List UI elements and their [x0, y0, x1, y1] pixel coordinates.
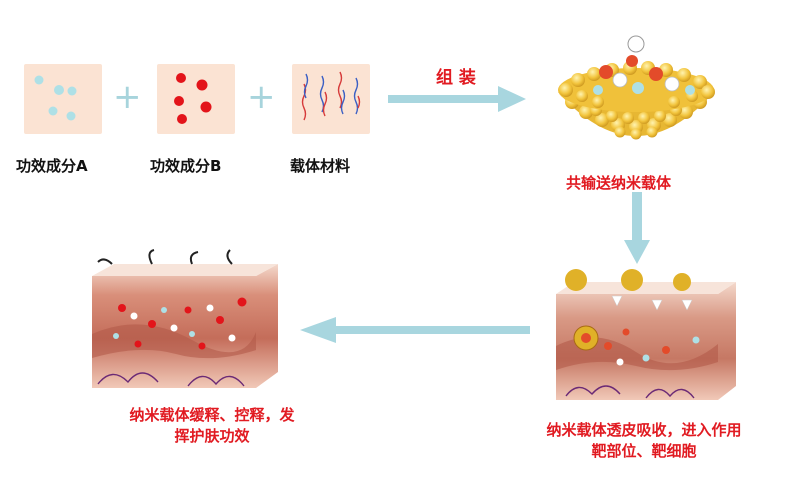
plus-sign-2: + [247, 77, 276, 117]
skin-release-graphic [92, 249, 278, 388]
carrier-label: 共输送纳米载体 [566, 174, 672, 192]
ingredient-card-b [157, 64, 235, 134]
carrier-material-label: 载体材料 [290, 157, 351, 175]
release-caption-line-2: 挥护肤功效 [174, 427, 250, 445]
ingredient-b-label: 功效成分B [150, 157, 222, 175]
skin-absorption-graphic [556, 269, 736, 400]
ingredient-card-a [24, 64, 102, 134]
carrier-material-card [292, 64, 370, 134]
plus-sign-1: + [113, 77, 142, 117]
release-caption-line-1: 纳米载体缓释、控释，发 [129, 406, 295, 424]
nano-carrier-graphic [558, 35, 715, 140]
absorb-arrow [624, 192, 650, 264]
absorb-caption: 纳米载体透皮吸收，进入作用 靶部位、靶细胞 [494, 420, 794, 462]
blue-dots [34, 75, 77, 121]
assemble-arrow [388, 86, 526, 112]
absorb-caption-line-1: 纳米载体透皮吸收，进入作用 [546, 421, 742, 439]
absorb-caption-line-2: 靶部位、靶细胞 [591, 442, 697, 460]
assemble-label: 组 装 [436, 68, 476, 88]
ingredient-a-label: 功效成分A [16, 157, 88, 175]
polymer-strands [301, 71, 361, 121]
release-caption: 纳米载体缓释、控释，发 挥护肤功效 [82, 405, 342, 447]
red-dots [174, 73, 212, 124]
release-arrow [300, 317, 530, 343]
